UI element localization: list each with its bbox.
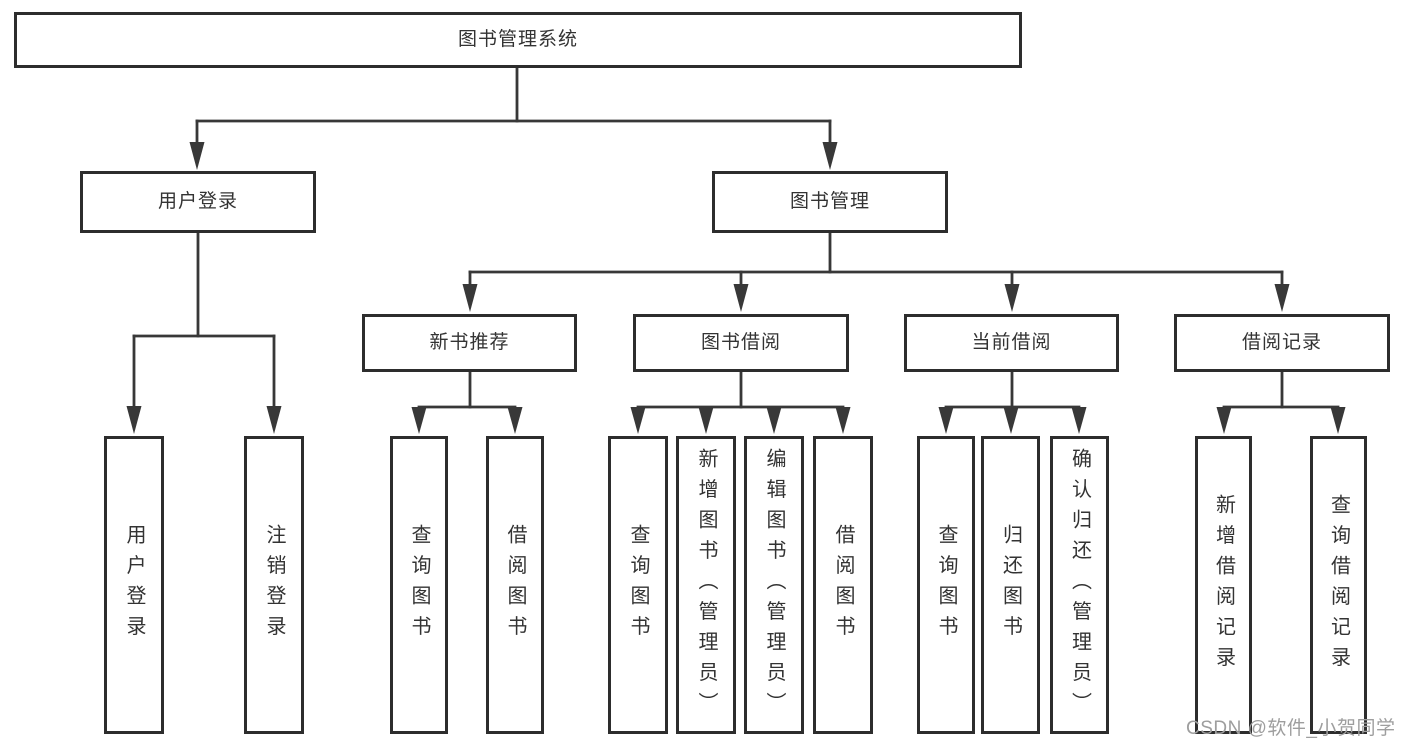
leaf-query-borrow-record: 查询借阅记录 [1310, 436, 1367, 734]
arrowhead [1330, 407, 1346, 434]
node-borrow-record: 借阅记录 [1174, 314, 1390, 372]
arrowhead [266, 406, 282, 434]
connector-new-book-children [411, 370, 523, 434]
arrowhead [1071, 407, 1087, 434]
leaf-logout: 注销登录 [244, 436, 304, 734]
arrowhead [766, 407, 782, 434]
arrowhead [189, 142, 205, 170]
connector-root-to-level2 [189, 66, 838, 170]
leaf-user-login: 用户登录 [104, 436, 164, 734]
leaf-confirm-return-admin: 确认归还（管理员） [1050, 436, 1109, 734]
leaf-return-books: 归还图书 [981, 436, 1040, 734]
arrowhead [835, 407, 851, 434]
connector-borrow-record-children [1216, 370, 1346, 434]
node-user-login: 用户登录 [80, 171, 316, 233]
arrowhead [507, 407, 523, 434]
arrowhead [1274, 284, 1290, 312]
arrowhead [411, 407, 427, 434]
arrowhead [462, 284, 478, 312]
node-book-borrow: 图书借阅 [633, 314, 849, 372]
arrowhead [1004, 284, 1020, 312]
leaf-borrow-books-recommend: 借阅图书 [486, 436, 544, 734]
connector-book-mgmt-to-level3 [462, 231, 1290, 312]
arrowhead [698, 407, 714, 434]
node-current-borrow: 当前借阅 [904, 314, 1119, 372]
connector-current-borrow-children [938, 370, 1087, 434]
csdn-watermark: CSDN @软件_小贺同学 [1186, 718, 1396, 739]
arrowhead [1216, 407, 1232, 434]
arrowhead [822, 142, 838, 170]
leaf-edit-books-admin: 编辑图书（管理员） [744, 436, 804, 734]
connector-user-login-children [126, 231, 282, 434]
node-book-management: 图书管理 [712, 171, 948, 233]
arrowhead [630, 407, 646, 434]
leaf-add-borrow-record: 新增借阅记录 [1195, 436, 1252, 734]
leaf-query-books-recommend: 查询图书 [390, 436, 448, 734]
connector-book-borrow-children [630, 370, 851, 434]
node-root-library-system: 图书管理系统 [14, 12, 1022, 68]
arrowhead [938, 407, 954, 434]
node-new-book-recommend: 新书推荐 [362, 314, 577, 372]
arrowhead [733, 284, 749, 312]
leaf-add-books-admin: 新增图书（管理员） [676, 436, 736, 734]
arrowhead [1003, 407, 1019, 434]
arrowhead [126, 406, 142, 434]
leaf-query-books-borrow: 查询图书 [608, 436, 668, 734]
leaf-borrow-books: 借阅图书 [813, 436, 873, 734]
leaf-query-books-current: 查询图书 [917, 436, 975, 734]
